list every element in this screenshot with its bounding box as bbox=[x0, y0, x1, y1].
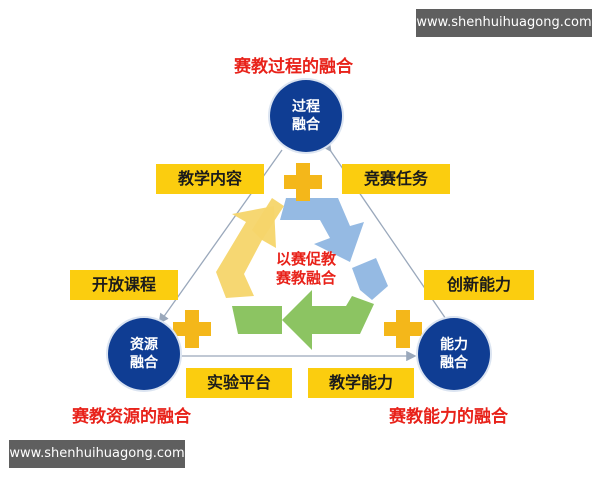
tag-teaching-content: 教学内容 bbox=[156, 164, 264, 194]
plus-icon-right bbox=[384, 310, 422, 348]
tag-teaching-ability: 教学能力 bbox=[308, 368, 414, 398]
caption-resource-integration: 赛教资源的融合 bbox=[72, 407, 191, 427]
plus-icon-top bbox=[284, 163, 322, 201]
node-process-line2: 融合 bbox=[292, 117, 320, 133]
tag-lab-platform: 实验平台 bbox=[186, 368, 292, 398]
center-label: 以赛促教 赛教融合 bbox=[258, 250, 354, 288]
node-process-line1: 过程 bbox=[292, 99, 320, 115]
node-resource-line2: 融合 bbox=[130, 355, 158, 371]
center-label-line2: 赛教融合 bbox=[275, 269, 336, 287]
cycle-arrow-yellow-tail bbox=[252, 198, 284, 240]
cycle-arrow-green-tail bbox=[232, 306, 282, 334]
caption-ability-integration: 赛教能力的融合 bbox=[389, 407, 508, 427]
cycle-arrow-blue-tail bbox=[352, 258, 388, 300]
node-resource-line1: 资源 bbox=[130, 337, 158, 353]
caption-process-integration: 赛教过程的融合 bbox=[234, 57, 353, 77]
watermark-bottom: www.shenhuihuagong.com bbox=[9, 440, 185, 468]
center-label-line1: 以赛促教 bbox=[275, 250, 336, 268]
tag-innovation-ability: 创新能力 bbox=[424, 270, 534, 300]
node-ability-line1: 能力 bbox=[440, 337, 468, 353]
cycle-arrow-green bbox=[282, 290, 374, 350]
plus-icon-left bbox=[173, 310, 211, 348]
node-ability-line2: 融合 bbox=[440, 355, 468, 371]
node-ability: 能力 融合 bbox=[418, 318, 490, 390]
watermark-top: www.shenhuihuagong.com bbox=[416, 9, 592, 37]
node-resource: 资源 融合 bbox=[108, 318, 180, 390]
tag-competition-tasks: 竞赛任务 bbox=[342, 164, 450, 194]
tag-open-courses: 开放课程 bbox=[70, 270, 178, 300]
cycle-arrows bbox=[216, 198, 388, 350]
node-process: 过程 融合 bbox=[270, 80, 342, 152]
cycle-arrow-blue bbox=[280, 198, 364, 262]
